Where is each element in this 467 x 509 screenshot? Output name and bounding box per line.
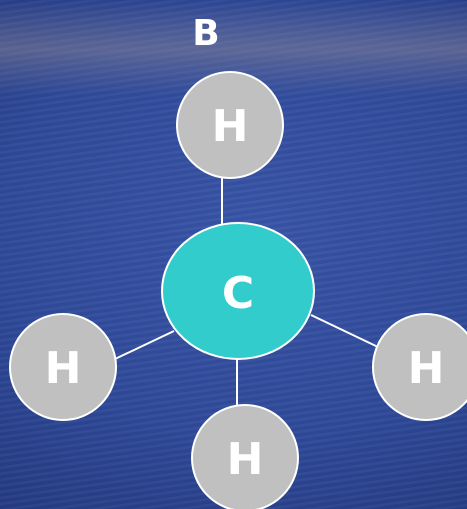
panel-label: B <box>192 13 220 54</box>
hydrogen-atom-left: H <box>9 313 117 421</box>
hydrogen-label-top: H <box>212 101 249 152</box>
hydrogen-atom-bottom: H <box>191 404 299 509</box>
carbon-atom: C <box>161 222 315 360</box>
hydrogen-atom-top: H <box>176 71 284 179</box>
hydrogen-label-bottom: H <box>227 434 264 485</box>
bond-c-h-left <box>114 330 175 360</box>
hydrogen-label-right: H <box>408 343 445 394</box>
carbon-label: C <box>222 268 254 319</box>
hydrogen-label-left: H <box>45 343 82 394</box>
bond-c-h-right <box>310 314 379 348</box>
hydrogen-atom-right: H <box>372 313 467 421</box>
